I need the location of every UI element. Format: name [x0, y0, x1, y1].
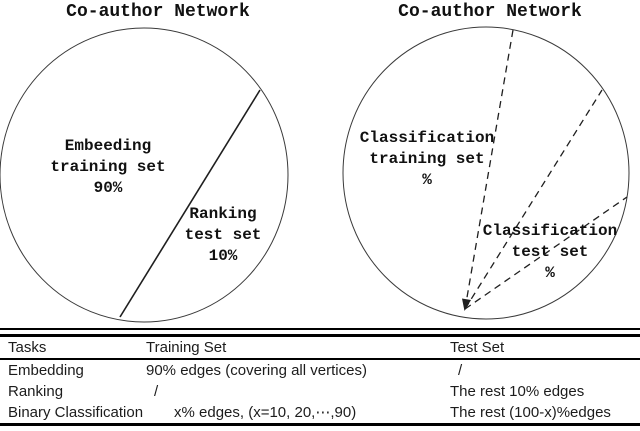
- arrowhead-icon: [462, 298, 471, 311]
- header-tasks: Tasks: [8, 339, 47, 356]
- right-training-percent: %: [422, 171, 432, 189]
- right-test-percent: %: [545, 264, 555, 282]
- table-row-embedding: Embedding 90% edges (covering all vertic…: [0, 360, 640, 381]
- left-test-percent: 10%: [209, 247, 238, 265]
- right-network-circle: [342, 26, 630, 320]
- right-diagram-title: Co-author Network: [398, 2, 582, 22]
- left-training-label: Embeeding: [65, 137, 151, 155]
- cell-test-set: The rest 10% edges: [450, 383, 585, 400]
- table-top-rule-2: [0, 334, 640, 337]
- dashed-split-line: [464, 89, 603, 310]
- cell-training-set: x% edges, (x=10, 20,⋯,90): [174, 404, 357, 421]
- cell-task: Binary Classification: [8, 404, 144, 421]
- header-divider-rule: [0, 358, 640, 360]
- cell-task: Embedding: [8, 362, 84, 379]
- table-row-ranking: Ranking / The rest 10% edges: [0, 381, 640, 402]
- cell-training-set: /: [154, 383, 159, 400]
- cell-test-set: The rest (100-x)%edges: [450, 404, 611, 421]
- cell-training-set: 90% edges (covering all vertices): [146, 362, 367, 379]
- table-bottom-rule: [0, 423, 640, 426]
- left-test-label: Ranking: [189, 205, 256, 223]
- table-row-binary-classification: Binary Classification x% edges, (x=10, 2…: [0, 402, 640, 423]
- rule-gap: [0, 330, 640, 334]
- table-header-row: Tasks Training Set Test Set: [0, 337, 640, 358]
- header-test-set: Test Set: [450, 339, 505, 356]
- left-split-line: [119, 89, 261, 318]
- left-training-percent: 90%: [94, 179, 123, 197]
- left-network-circle: [0, 27, 289, 323]
- right-test-label: test set: [512, 243, 589, 261]
- right-test-label: Classification: [483, 222, 617, 240]
- header-training-set: Training Set: [146, 339, 227, 356]
- cell-test-set: /: [458, 362, 463, 379]
- right-training-label: training set: [369, 150, 484, 168]
- left-training-label: training set: [50, 158, 165, 176]
- dashed-split-line: [464, 29, 514, 310]
- table-top-rule: [0, 328, 640, 330]
- tasks-table: Tasks Training Set Test Set Embedding 90…: [0, 328, 640, 426]
- left-test-label: test set: [185, 226, 262, 244]
- left-diagram-title: Co-author Network: [66, 2, 250, 22]
- diagrams: Co-author Network Embeeding training set…: [0, 2, 630, 323]
- right-training-label: Classification: [360, 129, 494, 147]
- dashed-split-line: [464, 196, 628, 310]
- cell-task: Ranking: [8, 383, 64, 400]
